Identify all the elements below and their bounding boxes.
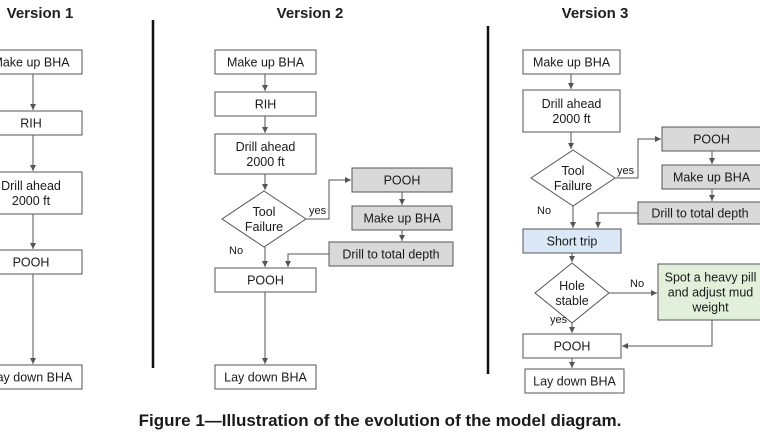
v3-make-up-bha-label: Make up BHA bbox=[533, 56, 611, 70]
v3-short-trip-label: Short trip bbox=[547, 235, 598, 249]
v2-drill-total-depth-label: Drill to total depth bbox=[342, 248, 439, 262]
v1-pooh-label: POOH bbox=[13, 256, 50, 270]
v3-arrow-7 bbox=[622, 320, 713, 349]
v2-make-up-bha-box bbox=[214, 49, 317, 75]
v2-pooh-branch-box bbox=[351, 167, 453, 193]
v3-label-yes: yes bbox=[617, 165, 635, 177]
v1-rih-box bbox=[0, 110, 83, 136]
v3-drill-ahead-box bbox=[522, 89, 621, 133]
flowchart-diagram: Version 1 Version 2 Version 3 Make up BHA RI… bbox=[0, 5, 760, 394]
column-dividers bbox=[151, 20, 490, 374]
v3-drill-total-depth-label: Drill to total depth bbox=[651, 207, 748, 221]
version-2-title: Version 2 bbox=[277, 5, 344, 22]
v3-hole-stable-diamond bbox=[534, 262, 610, 324]
version-3-title: Version 3 bbox=[562, 5, 629, 22]
flow-texts: Version 1 Version 2 Version 3 Make up BHA RI… bbox=[0, 5, 756, 389]
v2-lay-down-bha-label: Lay down BHA bbox=[224, 371, 307, 385]
version-1-title: Version 1 bbox=[7, 5, 74, 22]
v3-short-trip-box bbox=[522, 228, 622, 254]
v3-drill-total-depth-box bbox=[637, 201, 760, 225]
v1-lay-down-bha-label: Lay down BHA bbox=[0, 371, 73, 385]
v2-pooh-box bbox=[214, 267, 317, 293]
v2-tool-failure-diamond bbox=[221, 190, 307, 248]
v2-label-no: No bbox=[229, 245, 243, 257]
v2-arrow-6 bbox=[285, 253, 329, 267]
connector-lines bbox=[30, 74, 715, 368]
v3-pooh-branch-box bbox=[661, 126, 760, 152]
v2-pooh-label: POOH bbox=[247, 274, 284, 288]
v2-make-up-bha-branch-box bbox=[351, 205, 453, 231]
v2-rih-box bbox=[214, 91, 317, 117]
v3-label-yes-hole: yes bbox=[550, 314, 568, 326]
v3-lay-down-bha-label: Lay down BHA bbox=[533, 375, 616, 389]
v2-lay-down-bha-box bbox=[214, 364, 317, 390]
v1-rih-label: RIH bbox=[20, 117, 42, 131]
v3-arrow-yes bbox=[615, 136, 661, 179]
v1-make-up-bha-label: Make up BHA bbox=[0, 56, 70, 70]
v3-arrow-5 bbox=[595, 212, 638, 228]
v3-label-no: No bbox=[537, 205, 551, 217]
v2-drill-ahead-box bbox=[214, 133, 317, 175]
v2-rih-label: RIH bbox=[255, 98, 277, 112]
v3-make-up-bha-box bbox=[522, 49, 621, 75]
v3-make-up-bha-branch-label: Make up BHA bbox=[673, 171, 751, 185]
v3-pooh-branch-label: POOH bbox=[693, 133, 730, 147]
flow-shapes bbox=[0, 49, 760, 394]
v1-drill-ahead-box bbox=[0, 171, 83, 215]
v1-lay-down-bha-box bbox=[0, 364, 83, 390]
v2-make-up-bha-branch-label: Make up BHA bbox=[363, 212, 441, 226]
v3-tool-failure-diamond bbox=[530, 149, 616, 207]
v3-pooh-label: POOH bbox=[554, 340, 591, 354]
v3-spot-heavy-pill-box bbox=[657, 263, 760, 321]
v1-make-up-bha-box bbox=[0, 49, 83, 75]
figure-caption: Figure 1—Illustration of the evolution o… bbox=[138, 411, 622, 430]
v1-pooh-box bbox=[0, 249, 83, 275]
v2-drill-total-depth-box bbox=[328, 241, 454, 267]
v3-make-up-bha-branch-box bbox=[661, 164, 760, 190]
v2-label-yes: yes bbox=[309, 205, 327, 217]
v3-lay-down-bha-box bbox=[524, 368, 625, 394]
v2-arrow-yes bbox=[306, 177, 351, 220]
v2-make-up-bha-label: Make up BHA bbox=[227, 56, 305, 70]
v3-pooh-box bbox=[522, 333, 622, 359]
v2-pooh-branch-label: POOH bbox=[384, 174, 421, 188]
v3-label-no-hole: No bbox=[630, 278, 644, 290]
